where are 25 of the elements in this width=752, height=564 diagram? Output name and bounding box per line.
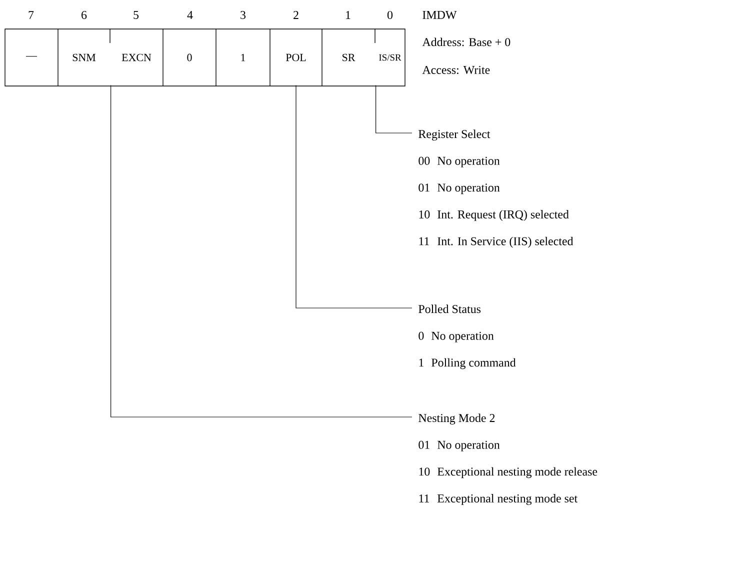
bit-field-label: 0	[187, 54, 192, 62]
bit-field-label: —	[26, 56, 38, 57]
bit-field-label: EXCN	[122, 54, 152, 62]
bit-field-label: POL	[286, 54, 306, 62]
bit-field-label: 1	[241, 54, 246, 62]
register-info: Address: Base + 0	[422, 38, 510, 46]
bit-number: 0	[387, 10, 393, 20]
field-description: Polled Status 0 No operation 1 Polling command	[418, 304, 516, 370]
bit-number: 2	[294, 11, 298, 19]
field-description: Nesting Mode 2 01 No operation 10 Exceptional nesting mode release 11 Exceptional nesting mode set	[418, 414, 598, 505]
bit-number: 7	[28, 11, 34, 19]
bit-number: 5	[134, 11, 139, 19]
bit-field-label: SR	[342, 54, 356, 62]
field-description: Register Select 00 No operation 01 No operation 10 Int. Request (IRQ) selected 11 Int. In Service (IIS) selected	[418, 130, 574, 248]
bit-number: 6	[82, 10, 87, 19]
bit-field-label: SNM	[72, 54, 96, 62]
leader-line	[110, 84, 412, 418]
bit-number: 4	[187, 11, 193, 19]
bit-field-label: IS/SR	[379, 54, 402, 61]
bit-number: 1	[346, 11, 350, 19]
register-info: Access: Write	[422, 66, 490, 74]
bit-number: 3	[240, 10, 246, 19]
leader-line	[296, 84, 412, 308]
leader-line	[376, 84, 412, 134]
register-info: IMDW	[422, 11, 457, 19]
